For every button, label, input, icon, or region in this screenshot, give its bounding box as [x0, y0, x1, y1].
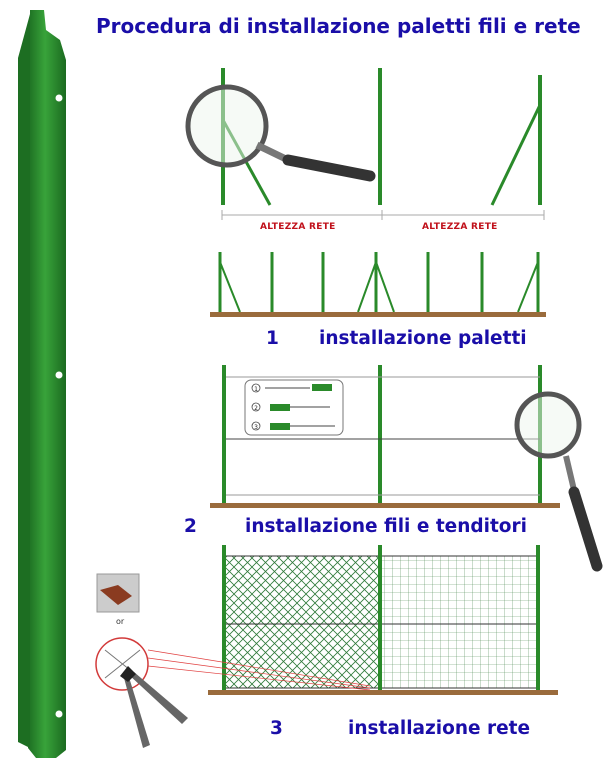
pliers-icon — [120, 666, 188, 748]
height-label-right: ALTEZZA RETE — [422, 222, 498, 232]
step1-post-diagram — [221, 68, 545, 220]
step1-ground-diagram — [210, 252, 546, 317]
step1-number: 1 — [266, 328, 279, 349]
inset-number-3: 3 — [254, 424, 258, 431]
step2-label: installazione fili e tenditori — [245, 516, 527, 537]
inset-number-labels: 1 2 3 — [254, 386, 258, 431]
step2-number: 2 — [184, 516, 197, 537]
magnifier-icon — [185, 84, 376, 182]
tool-detail-inset — [95, 573, 149, 691]
magnifier-icon — [514, 391, 603, 572]
or-label: or — [116, 617, 125, 626]
large-post-illustration — [18, 10, 66, 758]
height-label-left: ALTEZZA RETE — [260, 222, 336, 232]
step2-wire-diagram — [210, 365, 560, 508]
inset-number-1: 1 — [254, 386, 258, 393]
inset-number-2: 2 — [254, 405, 258, 412]
page-title: Procedura di installazione paletti fili … — [96, 14, 581, 38]
step1-label: installazione paletti — [319, 328, 527, 349]
step3-label: installazione rete — [348, 718, 531, 739]
step3-mesh-diagram — [147, 545, 558, 695]
step3-number: 3 — [270, 718, 283, 739]
